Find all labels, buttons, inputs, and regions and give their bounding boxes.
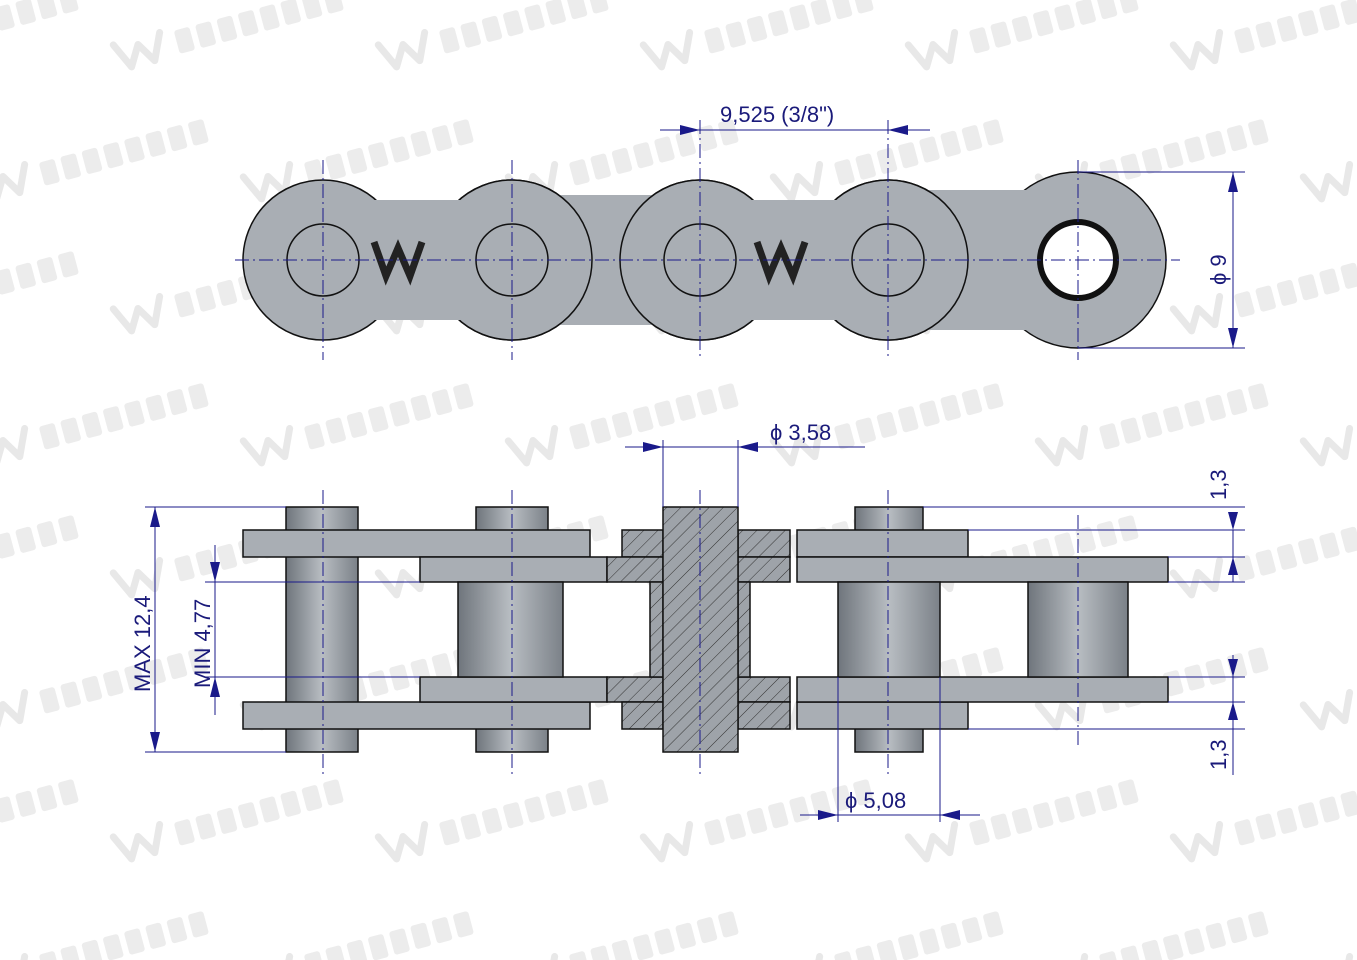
watermark-logo — [769, 911, 1004, 960]
watermark-logo — [239, 119, 474, 203]
watermark-logo — [0, 779, 79, 823]
pin-diameter-label: ϕ 3,58 — [770, 420, 831, 445]
min-inner-width-label: MIN 4,77 — [190, 599, 215, 688]
watermark-logo — [0, 515, 79, 559]
watermark-logo — [769, 383, 1004, 467]
watermark-logo — [374, 0, 609, 71]
watermark-logo — [1169, 790, 1357, 863]
plate-thickness-top-dimension: 1,3 — [923, 469, 1245, 583]
watermark-logo — [109, 779, 344, 863]
max-width-dimension: MAX 12,4 — [130, 506, 286, 753]
watermark-logo — [0, 647, 209, 731]
plate-thickness-bottom-dimension: 1,3 — [968, 655, 1245, 775]
watermark-logo — [504, 119, 739, 203]
plate-height-label: ϕ 9 — [1206, 254, 1231, 285]
watermark-logo — [1169, 0, 1357, 71]
watermark-logo — [109, 0, 344, 71]
watermark-logo — [0, 383, 209, 467]
max-width-label: MAX 12,4 — [130, 595, 155, 692]
w-logo-icon — [370, 239, 426, 286]
watermark-logo — [504, 383, 739, 467]
watermark-logo — [504, 911, 739, 960]
roller-diameter-dimension: ϕ 5,08 — [800, 677, 980, 822]
watermark-logo — [769, 119, 1004, 203]
w-logo-icon — [753, 239, 809, 286]
watermark-logo — [374, 779, 609, 863]
min-inner-width-dimension: MIN 4,77 — [190, 545, 420, 715]
watermark-logo — [1034, 383, 1269, 467]
plate-thickness-top-label: 1,3 — [1206, 469, 1231, 500]
watermark-logo — [1299, 688, 1354, 731]
watermark-logo — [1034, 911, 1269, 960]
chain-side-section — [242, 490, 1169, 775]
watermark-logo — [0, 911, 209, 960]
watermark-logo — [1299, 952, 1354, 960]
watermark-logo — [1299, 424, 1354, 467]
watermark-logo — [0, 0, 79, 31]
watermark-logo — [904, 0, 1139, 71]
pitch-label: 9,525 (3/8") — [720, 102, 834, 127]
watermark-logo — [904, 779, 1139, 863]
watermark-logo — [639, 779, 874, 863]
watermark-logo — [1169, 526, 1357, 599]
pitch-dimension: 9,525 (3/8") — [660, 102, 930, 135]
watermark-logo — [1169, 262, 1357, 335]
watermark-logo — [0, 251, 79, 295]
watermark-logo — [0, 119, 209, 203]
plate-height-dimension: ϕ 9 — [1078, 171, 1245, 349]
watermark-logo — [239, 911, 474, 960]
roller-diameter-label: ϕ 5,08 — [845, 788, 906, 813]
watermark-logo — [239, 383, 474, 467]
chain-top-view — [235, 120, 1180, 360]
pin-diameter-dimension: ϕ 3,58 — [625, 420, 865, 507]
watermark-logo — [639, 0, 874, 71]
plate-thickness-bottom-label: 1,3 — [1206, 739, 1231, 770]
watermark-logo — [1299, 160, 1354, 203]
